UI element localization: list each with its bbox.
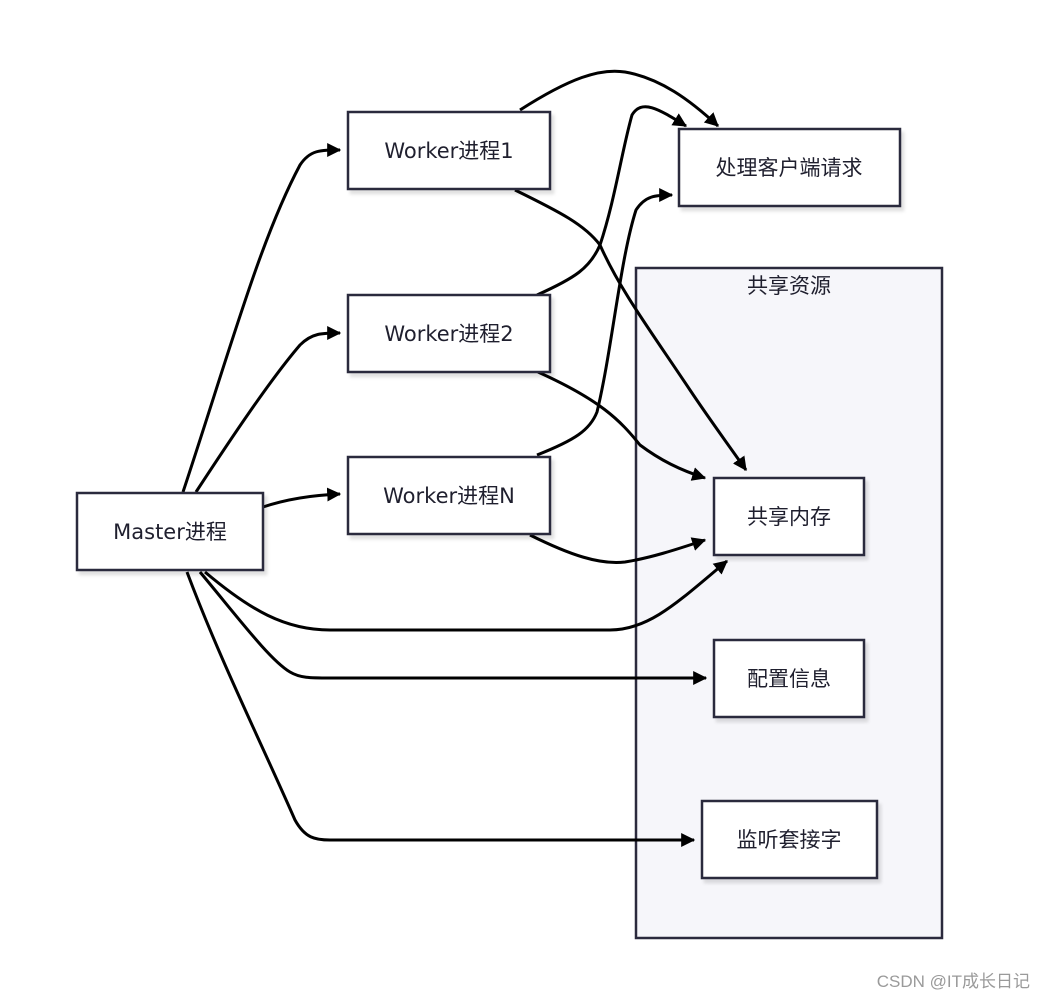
- edge-master-workerN: [262, 487, 342, 509]
- node-label: Worker进程2: [384, 322, 513, 346]
- node-worker2: Worker进程2: [346, 293, 552, 374]
- edge-workerN-request: [536, 188, 674, 457]
- node-worker1: Worker进程1: [346, 110, 552, 191]
- edge-master-shm: [204, 559, 728, 632]
- node-label: 配置信息: [747, 667, 831, 691]
- edge-worker1-shm: [514, 188, 748, 471]
- node-label: Worker进程1: [384, 139, 513, 163]
- node-handle-client-requests: 处理客户端请求: [677, 127, 902, 208]
- node-label: 监听套接字: [737, 828, 842, 852]
- edge-master-worker1: [181, 143, 342, 493]
- node-label: 共享内存: [747, 505, 831, 529]
- group-label: 共享资源: [747, 274, 831, 298]
- edge-master-socket: [185, 571, 696, 847]
- node-listen-socket: 监听套接字: [700, 799, 879, 880]
- node-shared-memory: 共享内存: [712, 476, 866, 557]
- edge-master-config: [198, 571, 708, 685]
- edge-worker2-shm: [537, 370, 707, 481]
- node-workerN: Worker进程N: [346, 455, 552, 536]
- edge-master-worker2: [194, 326, 342, 493]
- node-label: Worker进程N: [383, 484, 515, 508]
- edge-worker1-request: [519, 69, 720, 128]
- node-config-info: 配置信息: [712, 638, 866, 719]
- node-label: Master进程: [113, 520, 227, 544]
- node-label: 处理客户端请求: [716, 156, 863, 180]
- node-master: Master进程: [75, 491, 265, 572]
- edge-workerN-shm: [529, 533, 707, 564]
- edges: [181, 69, 748, 847]
- watermark: CSDN @IT成长日记: [876, 972, 1030, 991]
- edge-worker2-request: [536, 105, 687, 297]
